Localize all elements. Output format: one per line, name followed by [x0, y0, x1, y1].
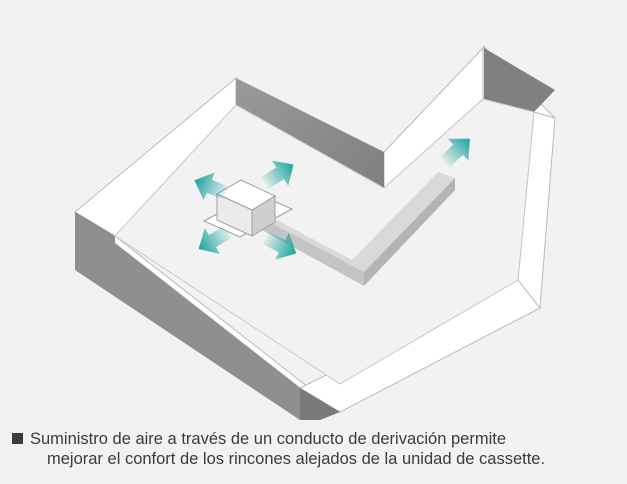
wall-shadow-far-right: [484, 48, 555, 112]
duct-end: [364, 178, 455, 286]
square-bullet-icon: [12, 433, 23, 444]
wall-shadow-back: [236, 78, 384, 188]
floor-outline: [114, 98, 535, 385]
cassette-right: [251, 195, 276, 237]
wall-shadow-front-right: [300, 388, 340, 420]
wall-shadow-front-left: [75, 212, 300, 420]
duct-side: [262, 218, 364, 286]
bypass-duct-diagram: [74, 44, 556, 420]
caption-line-2: mejorar el confort de los rincones aleja…: [47, 450, 546, 468]
caption-line-1: Suministro de aire a través de un conduc…: [30, 430, 507, 448]
duct-top: [262, 172, 455, 272]
